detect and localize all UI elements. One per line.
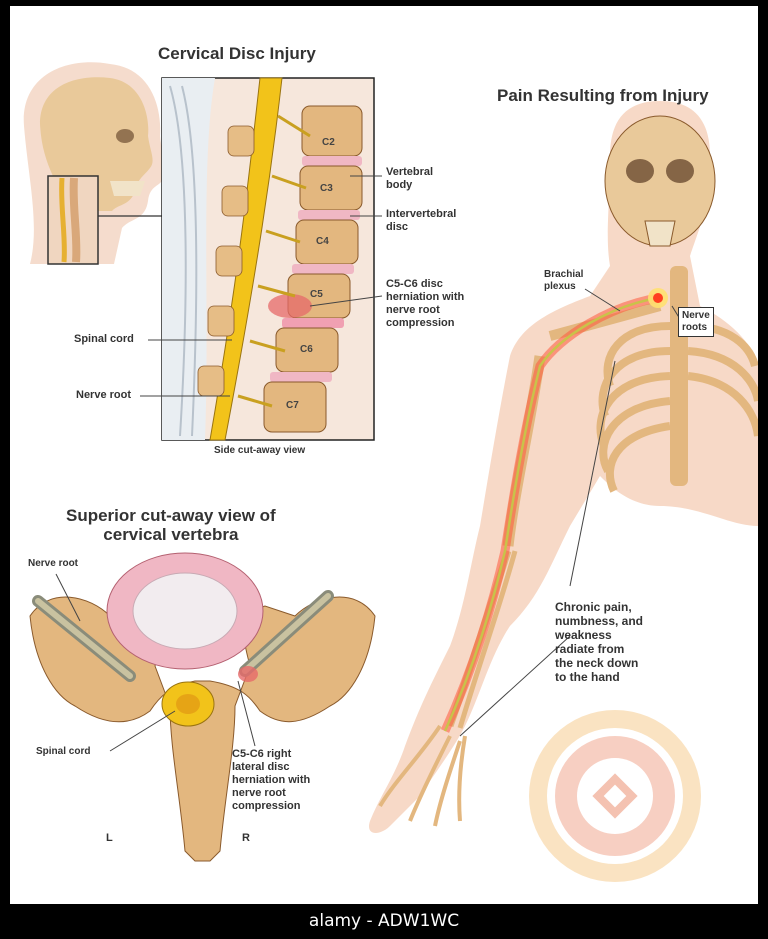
superior-vertebra-view bbox=[29, 552, 376, 862]
label-nerve-roots: Nerve roots bbox=[678, 307, 714, 337]
vertebra-label-c7: C7 bbox=[286, 400, 299, 411]
vertebral-column bbox=[263, 105, 363, 433]
vertebra-label-c2: C2 bbox=[322, 137, 335, 148]
head-illustration bbox=[23, 62, 167, 265]
vertebra-label-c3: C3 bbox=[320, 183, 333, 194]
body-illustration bbox=[369, 101, 758, 833]
vertebra-label-c4: C4 bbox=[316, 236, 329, 247]
title-pain-resulting: Pain Resulting from Injury bbox=[497, 86, 709, 105]
vertebra-label-c5: C5 bbox=[310, 289, 323, 300]
watermark-seal bbox=[529, 710, 701, 882]
label-right: R bbox=[242, 832, 250, 844]
side-cutaway-view bbox=[161, 77, 375, 441]
label-left: L bbox=[106, 832, 113, 844]
label-spinal-cord-superior: Spinal cord bbox=[36, 746, 91, 757]
label-disc-herniation: C5-C6 disc herniation with nerve root co… bbox=[386, 278, 465, 329]
watermark-footer: alamy - ADW1WC bbox=[0, 904, 768, 939]
title-cervical-disc-injury: Cervical Disc Injury bbox=[158, 44, 316, 63]
illustration-panel: Cervical Disc Injury Pain Resulting from… bbox=[10, 6, 758, 904]
label-vertebral-body: Vertebral body bbox=[386, 166, 434, 191]
label-spinal-cord: Spinal cord bbox=[74, 333, 134, 345]
label-nerve-root-superior: Nerve root bbox=[28, 558, 79, 569]
anatomy-illustration bbox=[23, 62, 758, 882]
label-brachial-plexus: Brachial plexus bbox=[544, 269, 584, 292]
label-nerve-root: Nerve root bbox=[76, 389, 132, 401]
label-intervertebral-disc: Intervertebral disc bbox=[386, 208, 457, 233]
title-superior-view: Superior cut-away view of cervical verte… bbox=[66, 506, 276, 544]
label-lateral-herniation: C5-C6 right lateral disc herniation with… bbox=[232, 748, 311, 812]
label-side-view: Side cut-away view bbox=[214, 445, 306, 456]
vertebra-label-c6: C6 bbox=[300, 344, 313, 355]
label-chronic-pain: Chronic pain, numbness, and weakness rad… bbox=[555, 600, 644, 684]
